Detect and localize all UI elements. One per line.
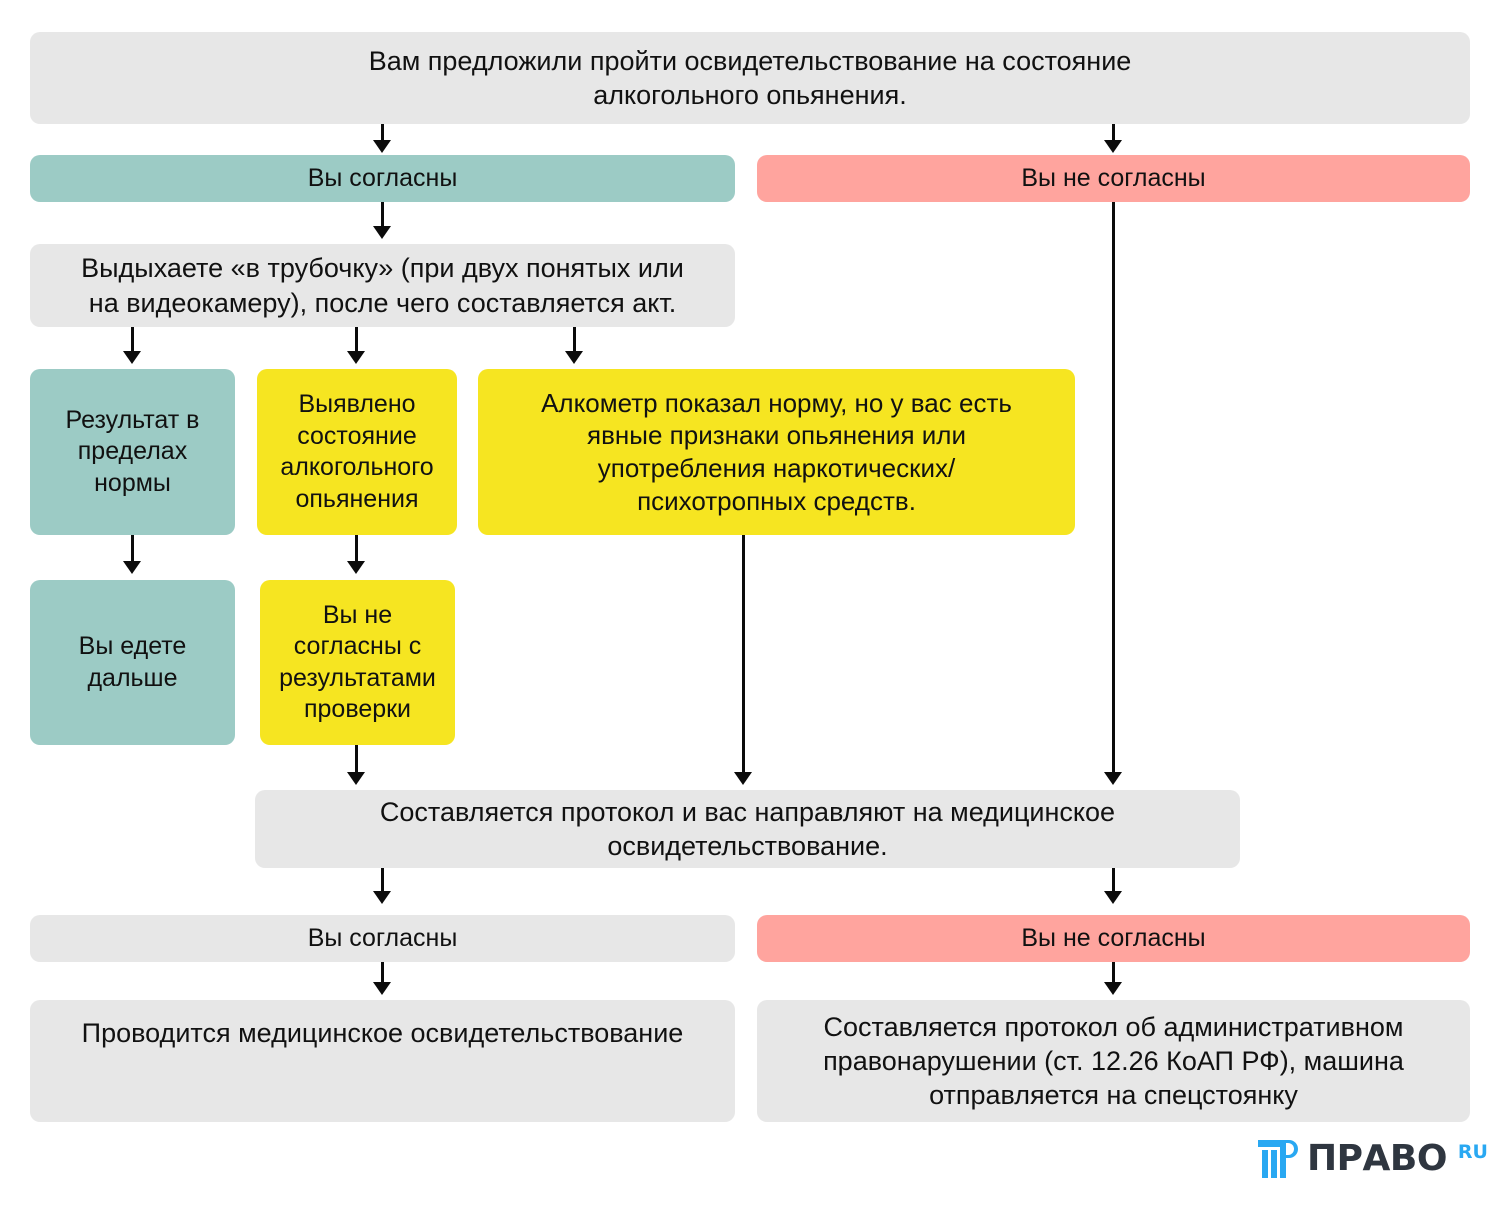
arrowhead-breathe-to-alcometer [565, 351, 583, 364]
arrowhead-protocol-to-agree-bottom [373, 891, 391, 904]
edge-protocol-to-disagree-bottom [1112, 868, 1115, 894]
arrowhead-start-to-disagree-top [1104, 140, 1122, 153]
edge-alcometer-to-protocol [742, 535, 745, 775]
pravo-pillar-icon [1258, 1140, 1298, 1178]
edge-agree-top-to-breathe [381, 202, 384, 230]
edge-disagree-top-to-protocol [1112, 202, 1115, 775]
edge-result-normal-to-drive-on [131, 535, 134, 565]
node-result-normal: Результат в пределах нормы [30, 369, 235, 535]
edge-agree-bottom-to-medical-exam [381, 962, 384, 986]
arrowhead-start-to-agree-top [373, 140, 391, 153]
node-disagree-top: Вы не согласны [757, 155, 1470, 202]
arrowhead-disagree-bottom-to-admin-protocol [1104, 982, 1122, 995]
arrowhead-agree-top-to-breathe [373, 226, 391, 239]
node-agree-bottom: Вы согласны [30, 915, 735, 962]
arrowhead-state-found-to-disagree-results [347, 561, 365, 574]
node-disagree-results: Вы не согласны с результатами проверки [260, 580, 455, 745]
node-protocol-medical: Составляется протокол и вас направляют н… [255, 790, 1240, 868]
arrowhead-agree-bottom-to-medical-exam [373, 982, 391, 995]
pravo-ru-logo[interactable]: ПРАВО RU [1258, 1140, 1488, 1178]
arrowhead-breathe-to-result-normal [123, 351, 141, 364]
node-alcometer-normal-but-signs: Алкометр показал норму, но у вас есть яв… [478, 369, 1075, 535]
node-medical-exam: Проводится медицинское освидетельствован… [30, 1000, 735, 1122]
edge-breathe-to-result-normal [131, 327, 134, 355]
arrowhead-breathe-to-state-found [347, 351, 365, 364]
arrowhead-alcometer-to-protocol [734, 772, 752, 785]
logo-suffix: RU [1457, 1141, 1488, 1163]
arrowhead-disagree-top-to-protocol [1104, 772, 1122, 785]
arrowhead-protocol-to-disagree-bottom [1104, 891, 1122, 904]
node-state-found: Выявлено состояние алкогольного опьянени… [257, 369, 457, 535]
edge-protocol-to-agree-bottom [381, 868, 384, 894]
node-breathe: Выдыхаете «в трубочку» (при двух понятых… [30, 244, 735, 327]
edge-breathe-to-state-found [355, 327, 358, 355]
node-agree-top: Вы согласны [30, 155, 735, 202]
logo-wordmark: ПРАВО [1307, 1138, 1447, 1179]
node-disagree-bottom: Вы не согласны [757, 915, 1470, 962]
node-start: Вам предложили пройти освидетельствовани… [30, 32, 1470, 124]
edge-breathe-to-alcometer [573, 327, 576, 355]
node-drive-on: Вы едете дальше [30, 580, 235, 745]
edge-state-found-to-disagree-results [355, 535, 358, 565]
edge-start-to-agree-top [381, 124, 384, 146]
edge-disagree-bottom-to-admin-protocol [1112, 962, 1115, 986]
node-admin-protocol: Составляется протокол об административно… [757, 1000, 1470, 1122]
edge-start-to-disagree-top [1112, 124, 1115, 146]
edge-disagree-results-to-protocol [355, 745, 358, 775]
arrowhead-result-normal-to-drive-on [123, 561, 141, 574]
arrowhead-disagree-results-to-protocol [347, 772, 365, 785]
